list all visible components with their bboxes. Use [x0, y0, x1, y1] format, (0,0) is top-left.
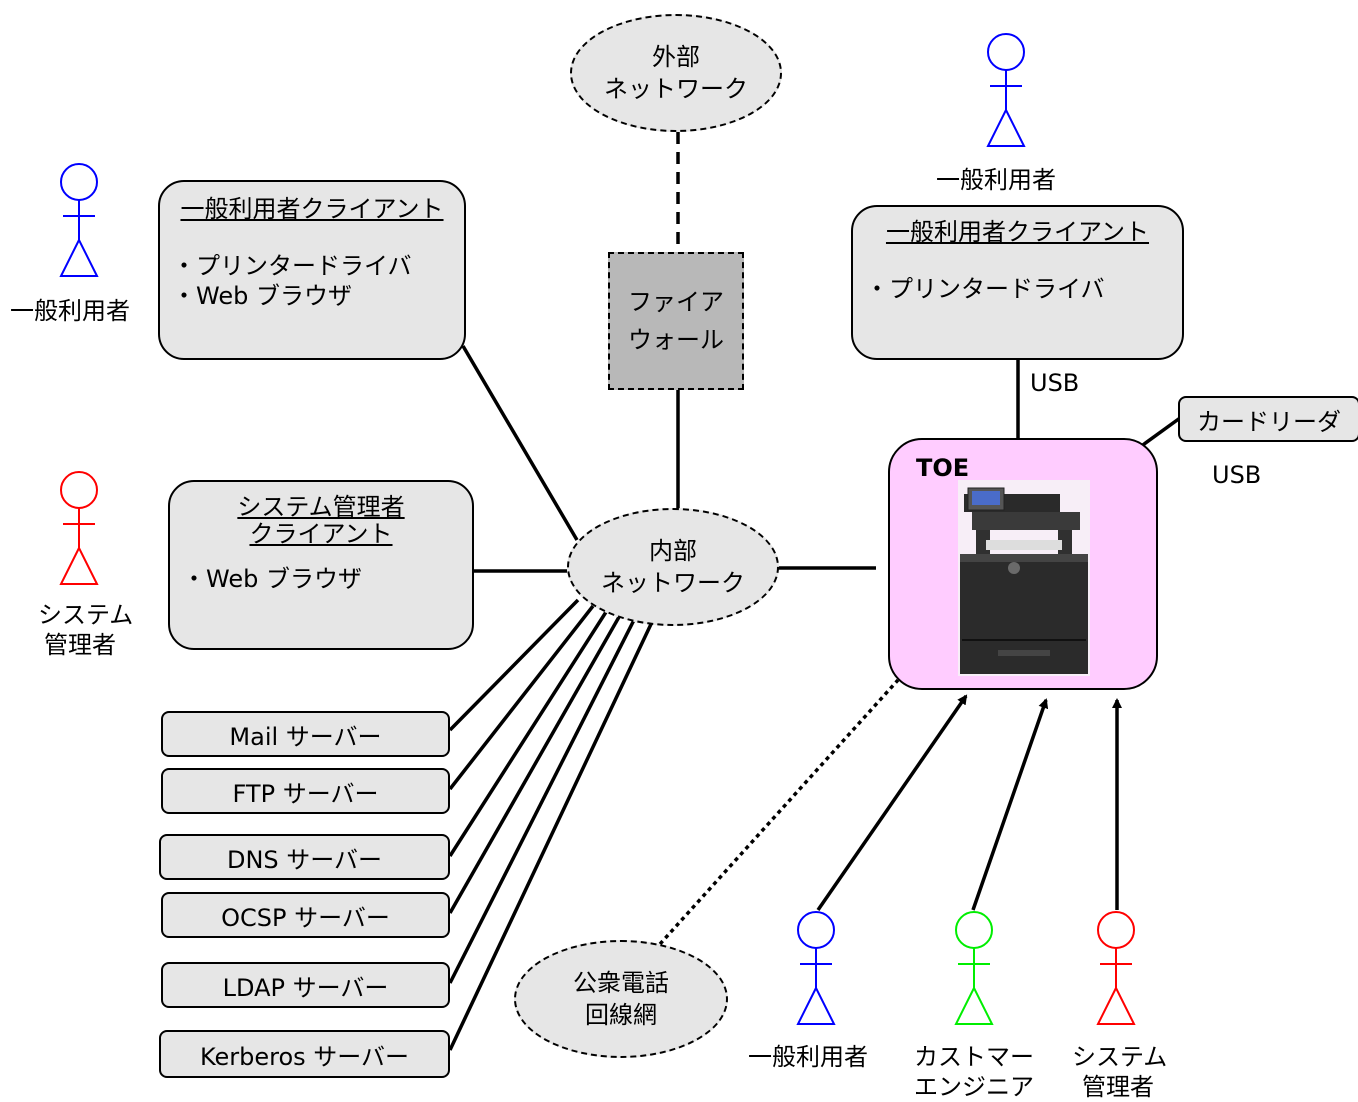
- firewall-label-1: ファイア: [628, 288, 724, 316]
- card-reader: カードリーダ: [1178, 396, 1358, 442]
- ldap-server: LDAP サーバー: [161, 962, 450, 1008]
- internal-network-label-2: ネットワーク: [601, 569, 745, 597]
- user-client-to-internal-link: [461, 345, 579, 541]
- left-admin-actor-icon: [59, 471, 99, 585]
- pstn-to-toe-link: [658, 678, 900, 946]
- admin-client-title-1: システム管理者: [237, 493, 405, 521]
- firewall-label-2: ウォール: [628, 326, 724, 354]
- internal-network-label-1: 内部: [649, 537, 697, 565]
- kerberos-server-label: Kerberos サーバー: [199, 1042, 410, 1071]
- bottom-engineer-actor-label-1: カストマー: [914, 1043, 1034, 1071]
- left-general-actor-icon: [59, 163, 99, 277]
- admin-client-box: システム管理者 クライアント ・Web ブラウザ: [168, 480, 474, 650]
- external-network-label-1: 外部: [652, 43, 700, 71]
- kerberos-server: Kerberos サーバー: [159, 1030, 450, 1078]
- ftp-server-label: FTP サーバー: [232, 779, 379, 808]
- pstn-node: 公衆電話 回線網: [514, 940, 728, 1058]
- left-user-client-item-1: ・プリンタードライバ: [172, 252, 412, 280]
- bottom-general-arrow: [816, 694, 968, 911]
- card-reader-label: カードリーダ: [1197, 407, 1341, 436]
- external-network-node: 外部 ネットワーク: [570, 14, 782, 132]
- right-user-client-item-1: ・プリンタードライバ: [865, 275, 1105, 303]
- dns-server-label: DNS サーバー: [226, 845, 383, 874]
- bottom-admin-actor-label-1: システム: [1072, 1043, 1168, 1071]
- left-admin-actor-label-2: 管理者: [44, 631, 116, 659]
- printer-icon: [958, 480, 1090, 676]
- left-user-client-item-2: ・Web ブラウザ: [172, 282, 352, 310]
- right-user-client-box: 一般利用者クライアント ・プリンタードライバ: [851, 205, 1184, 360]
- firewall-node: ファイア ウォール: [608, 252, 744, 390]
- dns-server: DNS サーバー: [159, 834, 450, 880]
- internal-network-node: 内部 ネットワーク: [567, 508, 779, 626]
- ldap-server-label: LDAP サーバー: [222, 973, 389, 1002]
- bottom-admin-actor-label-2: 管理者: [1082, 1073, 1154, 1101]
- bottom-engineer-actor-icon: [954, 911, 994, 1025]
- right-user-client-title: 一般利用者クライアント: [885, 218, 1150, 246]
- dns-server-link: [448, 611, 608, 857]
- bottom-general-actor-icon: [796, 911, 836, 1025]
- usb-label-top: USB: [1030, 369, 1080, 397]
- ldap-server-link: [448, 619, 636, 984]
- mail-server-label: Mail サーバー: [229, 722, 382, 751]
- pstn-label-2: 回線網: [585, 1001, 657, 1029]
- external-network-label-2: ネットワーク: [604, 75, 748, 103]
- card-reader-to-toe-link: [1138, 416, 1182, 449]
- left-admin-actor-label-1: システム: [38, 601, 134, 629]
- bottom-general-actor-label: 一般利用者: [748, 1043, 868, 1071]
- left-user-client-title: 一般利用者クライアント: [180, 195, 444, 223]
- left-general-actor-label: 一般利用者: [10, 297, 130, 325]
- ftp-server: FTP サーバー: [161, 768, 450, 814]
- left-user-client-box: 一般利用者クライアント ・プリンタードライバ ・Web ブラウザ: [158, 180, 466, 360]
- kerberos-server-link: [448, 621, 654, 1051]
- bottom-engineer-actor-label-2: エンジニア: [914, 1073, 1034, 1101]
- mail-server-link: [448, 598, 580, 732]
- toe-title: TOE: [916, 454, 970, 482]
- mail-server: Mail サーバー: [161, 711, 450, 757]
- ocsp-server: OCSP サーバー: [161, 892, 450, 938]
- usb-label-right: USB: [1212, 461, 1262, 489]
- admin-client-item-1: ・Web ブラウザ: [182, 565, 362, 593]
- top-right-general-actor-label: 一般利用者: [936, 166, 1056, 194]
- top-right-general-actor-icon: [986, 33, 1026, 147]
- ocsp-server-label: OCSP サーバー: [221, 903, 390, 932]
- ftp-server-link: [448, 604, 595, 791]
- ocsp-server-link: [448, 616, 621, 914]
- bottom-admin-actor-icon: [1096, 911, 1136, 1025]
- bottom-engineer-arrow: [971, 698, 1049, 911]
- pstn-label-1: 公衆電話: [573, 969, 669, 997]
- bottom-engineer-actor-label: カストマー エンジニア: [914, 1042, 1034, 1102]
- left-admin-actor-label: システム 管理者: [38, 600, 134, 660]
- admin-client-title-2: クライアント: [249, 520, 393, 548]
- toe-box: TOE: [888, 438, 1158, 690]
- bottom-admin-actor-label: システム 管理者: [1072, 1042, 1168, 1102]
